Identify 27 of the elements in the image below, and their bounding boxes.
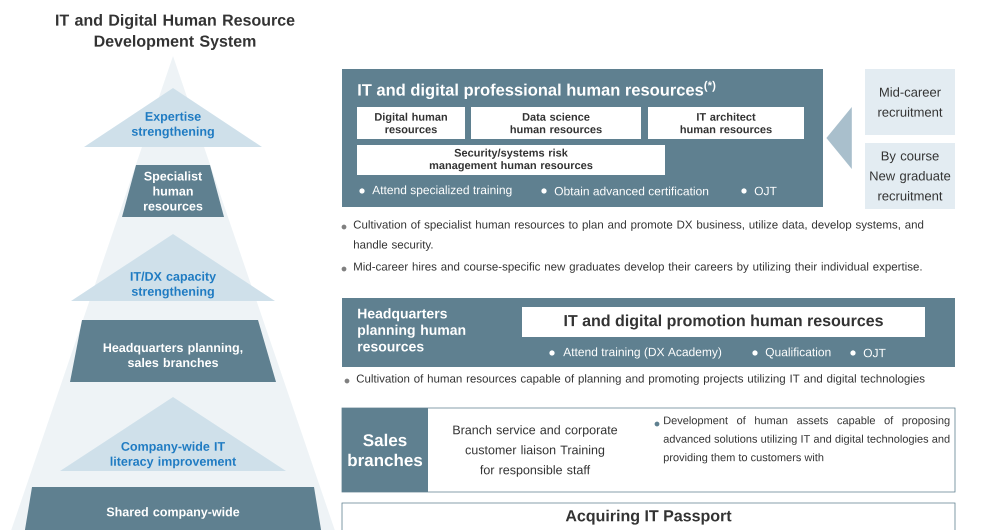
recruitment-box: By course New graduate recruitment bbox=[865, 143, 955, 209]
recruitment-box: Mid-career recruitment bbox=[865, 69, 955, 135]
pyramid-band: Specialist human resources bbox=[122, 165, 224, 217]
category-box: Data science human resources bbox=[471, 107, 641, 139]
pyramid-band: Headquarters planning, sales branches bbox=[70, 320, 276, 382]
note-text: Cultivation of specialist human resources to plan and promote DX business, utilize data, develop systems, and handle security. bbox=[354, 220, 924, 251]
note-text: Mid-career hires and course-specific new graduates develop their careers by utilizing their individual expertise. bbox=[354, 262, 922, 273]
chevron-arrow bbox=[826, 107, 852, 169]
category-panel: Acquiring IT Passport bbox=[342, 502, 956, 530]
category-box: IT and digital promotion human resources bbox=[522, 307, 925, 337]
pyramid-triangle: Expertise strengthening bbox=[84, 88, 262, 147]
pyramid-triangle: Company-wide IT literacy improvement bbox=[60, 396, 286, 471]
description-text: Development of human assets capable of proposing advanced solutions utilizing IT and digital technologies and providing them to customers with bbox=[664, 416, 950, 464]
category-box: IT architect human resources bbox=[648, 107, 804, 139]
title: IT and Digital Human Resource Development System bbox=[56, 14, 294, 50]
pyramid-triangle: IT/DX capacity strengthening bbox=[71, 234, 275, 301]
bullet-item: OJT bbox=[754, 186, 777, 196]
note-text: Cultivation of human resources capable of planning and promoting projects utilizing IT and digital technologies bbox=[356, 374, 925, 385]
pyramid-band: Shared company-wide bbox=[20, 486, 326, 530]
description-text: Branch service and corporate customer liaison Training for responsible staff bbox=[453, 425, 618, 477]
bullet-item: Qualification bbox=[766, 348, 830, 358]
bullet-item: Obtain advanced certification bbox=[554, 186, 708, 196]
bullet-item: Attend specialized training bbox=[372, 185, 512, 197]
category-box: Security/systems risk management human resources bbox=[357, 145, 665, 175]
bullet-item: Attend training (DX Academy) bbox=[563, 347, 722, 359]
bullet-item: OJT bbox=[864, 348, 886, 358]
category-box: Digital human resources bbox=[357, 107, 465, 139]
